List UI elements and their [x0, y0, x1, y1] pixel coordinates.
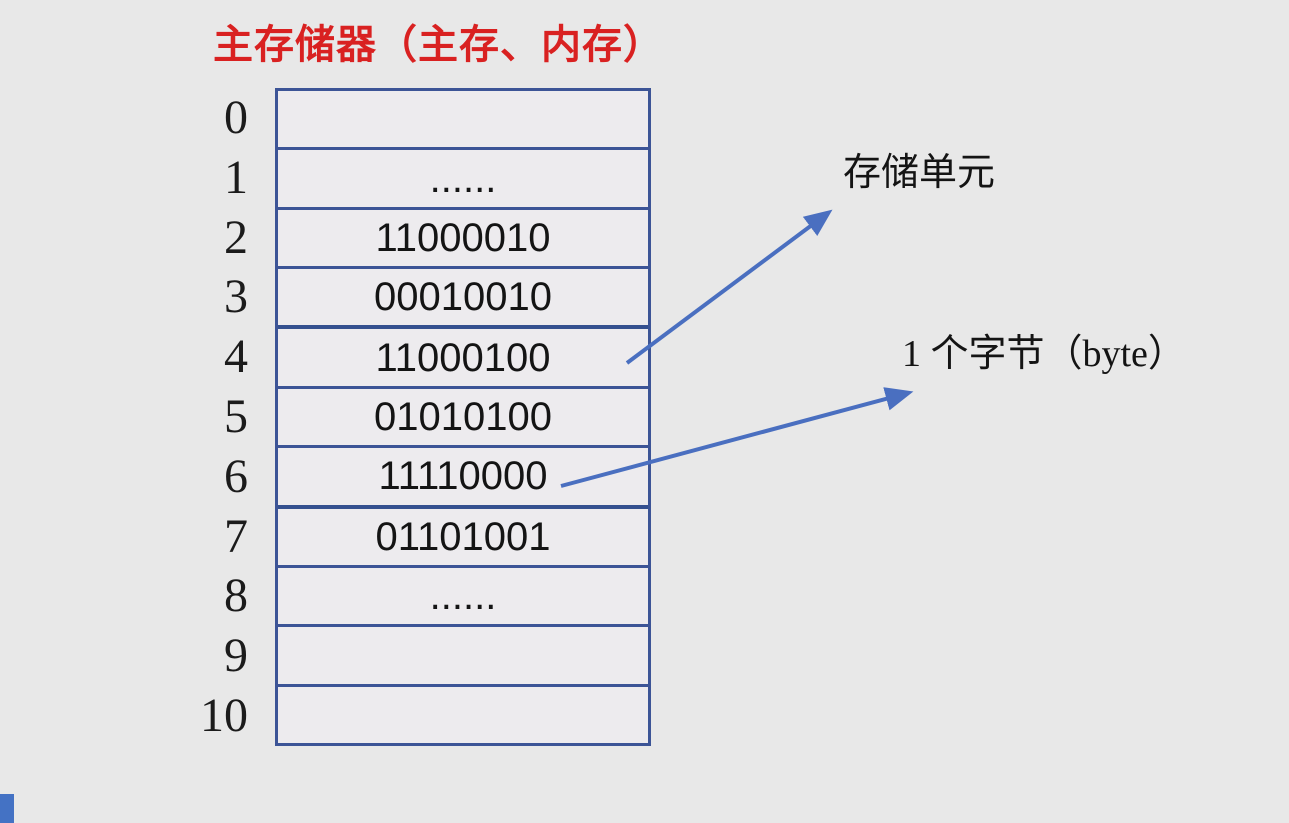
memory-cell-table: ...... 11000010 00010010 11000100 010101…: [275, 88, 651, 746]
address-label: 0: [224, 90, 248, 144]
page-title: 主存储器（主存、内存）: [213, 22, 664, 67]
address-label: 7: [224, 509, 248, 563]
memory-cell: 11000010: [278, 210, 648, 270]
memory-diagram: 0 1 2 3 4 5 6 7 8 9 10 ...... 11000010 0…: [150, 88, 651, 746]
memory-cell: [278, 627, 648, 687]
memory-cell: 11110000: [278, 448, 648, 509]
address-label: 1: [224, 150, 248, 204]
memory-cell: [278, 91, 648, 151]
memory-cell: 01010100: [278, 389, 648, 449]
memory-cell: ......: [278, 568, 648, 628]
address-label: 8: [224, 569, 248, 623]
memory-cell: ......: [278, 150, 648, 210]
storage-unit-arrow: [625, 209, 833, 365]
address-label: 2: [224, 210, 248, 264]
address-label: 3: [224, 270, 248, 324]
byte-label: 1 个字节（byte）: [902, 333, 1186, 375]
address-column: 0 1 2 3 4 5 6 7 8 9 10: [150, 88, 275, 746]
memory-cell: 00010010: [278, 269, 648, 330]
address-label: 6: [224, 449, 248, 503]
memory-cell: [278, 687, 648, 743]
address-label: 4: [224, 330, 248, 384]
corner-decoration-square: [0, 794, 14, 823]
address-label: 10: [200, 689, 248, 743]
storage-unit-label: 存储单元: [843, 152, 996, 194]
address-label: 9: [224, 629, 248, 683]
memory-cell: 11000100: [278, 329, 648, 389]
address-label: 5: [224, 389, 248, 443]
memory-cell: 01101001: [278, 509, 648, 568]
